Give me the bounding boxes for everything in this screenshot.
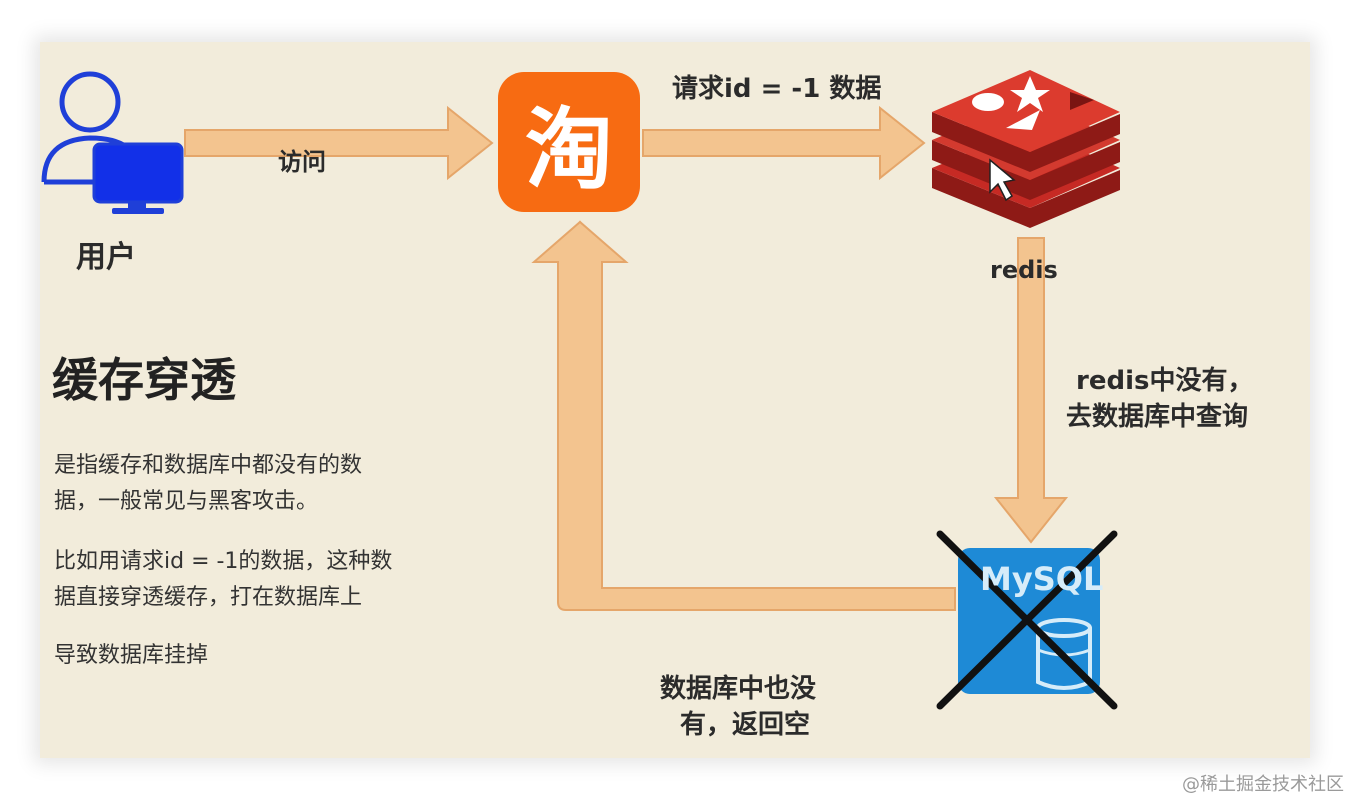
db-miss-line2: 有，返回空 — [680, 710, 811, 740]
explain-para1-line1: 是指缓存和数据库中都没有的数 — [54, 453, 363, 478]
request-label: 请求id = -1 数据 — [672, 74, 882, 104]
redis-miss-line1: redis中没有， — [1076, 366, 1254, 396]
arrow-return — [531, 220, 956, 611]
taobao-icon — [498, 72, 640, 212]
arrow-visit — [184, 105, 494, 181]
explain-para1-line2: 据，一般常见与黑客攻击。 — [54, 489, 319, 514]
mysql-label: MySQL — [980, 560, 1104, 598]
redis-miss-line2: 去数据库中查询 — [1066, 402, 1249, 432]
arrow-request — [642, 105, 926, 181]
user-label: 用户 — [76, 240, 136, 275]
redis-label: redis — [990, 256, 1058, 284]
explain-para2-line2: 据直接穿透缓存，打在数据库上 — [54, 585, 363, 610]
arrow-redis-to-mysql — [993, 237, 1069, 544]
visit-label: 访问 — [278, 148, 326, 176]
user-icon — [41, 71, 184, 214]
explain-title: 缓存穿透 — [52, 353, 236, 407]
cross-mark-icon — [936, 530, 1118, 710]
redis-icon — [932, 70, 1120, 228]
explain-para2-line1: 比如用请求id = -1的数据，这种数 — [54, 549, 393, 574]
taobao-logo-char: 淘 — [524, 97, 613, 201]
explain-para3: 导致数据库挂掉 — [54, 643, 209, 668]
watermark: @稀土掘金技术社区 — [1182, 774, 1344, 795]
db-miss-line1: 数据库中也没 — [660, 674, 817, 704]
